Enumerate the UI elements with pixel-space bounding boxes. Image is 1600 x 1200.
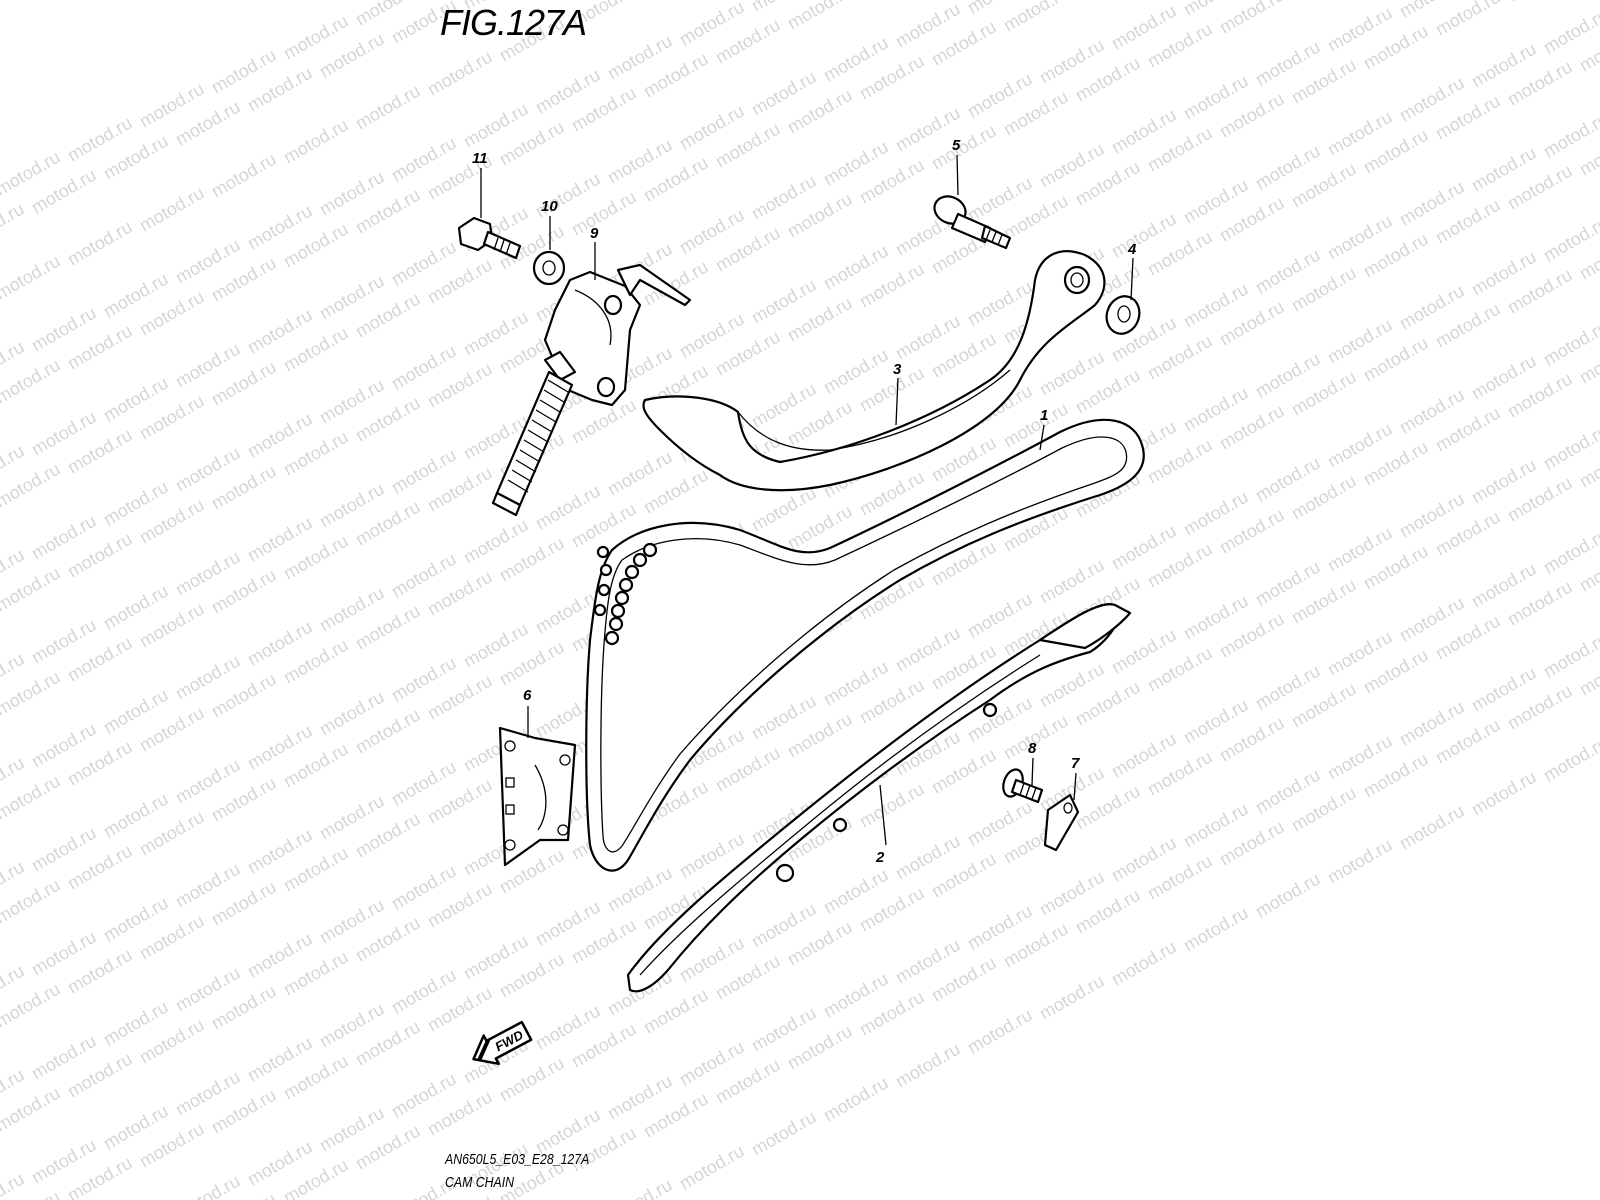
watermark-text: motod.ru [1324, 835, 1396, 888]
watermark-text: motod.ru [784, 0, 856, 33]
callout-11: 11 [472, 150, 488, 167]
watermark-text: motod.ru [64, 217, 136, 270]
watermark-text: motod.ru [748, 1107, 820, 1160]
screw-part-8 [1002, 768, 1044, 804]
watermark-text: motod.ru [1108, 937, 1180, 990]
figure-title: FIG.127A [440, 2, 587, 43]
watermark-text: motod.ru [1468, 767, 1540, 820]
callout-labels: 1 2 3 4 5 6 7 8 9 10 11 [472, 137, 1137, 866]
callout-9: 9 [590, 225, 599, 242]
callout-3: 3 [893, 361, 902, 378]
watermark-text: motod.ru [1216, 0, 1288, 37]
watermark-text: motod.ru [1000, 0, 1072, 35]
diagram-code: AN650L5_E03_E28_127A [445, 1151, 590, 1168]
watermark-text: motod.ru [424, 47, 496, 100]
callout-2: 2 [875, 849, 885, 866]
watermark-text: motod.ru [820, 1073, 892, 1126]
tensioner-adjuster-part-9 [491, 263, 692, 517]
watermark-text: motod.ru [208, 149, 280, 202]
callout-1: 1 [1040, 407, 1048, 424]
callout-7: 7 [1071, 755, 1080, 772]
washer-part-4 [1105, 295, 1141, 335]
watermark-text: motod.ru [1072, 0, 1144, 1]
pivot-bolt-part-5 [933, 195, 1012, 250]
watermark-text: motod.ru [1396, 801, 1468, 854]
watermark-text: motod.ru [136, 183, 208, 236]
tensioner-guide-part-3 [642, 250, 1106, 492]
watermark-text: motod.ru [676, 1141, 748, 1194]
clamp-part-7 [1043, 793, 1080, 852]
watermark-text: motod.ru [0, 1169, 28, 1200]
watermark-text: motod.ru [892, 1039, 964, 1092]
watermark-text: motod.ru [280, 115, 352, 168]
callout-10: 10 [541, 198, 558, 215]
watermark-text: motod.ru [0, 199, 28, 252]
watermark-text: motod.ru [1432, 0, 1504, 39]
watermark-text: motod.ru [1288, 0, 1360, 3]
watermark-text: motod.ru [1504, 0, 1576, 5]
bolt-part-11 [457, 216, 522, 260]
chain-guide-part-2 [626, 603, 1132, 993]
callout-4: 4 [1127, 241, 1137, 258]
watermark-text: motod.ru [0, 251, 64, 304]
watermark-text: motod.ru [964, 1005, 1036, 1058]
washer-part-10 [532, 250, 566, 286]
callout-5: 5 [952, 137, 961, 154]
watermark-text: motod.ru [1252, 869, 1324, 922]
callout-8: 8 [1028, 740, 1037, 757]
watermark-text: motod.ru [172, 1171, 244, 1200]
watermark-text: motod.ru [1540, 733, 1600, 786]
watermark-text: motod.ru [604, 1175, 676, 1200]
callout-6: 6 [523, 687, 532, 704]
watermark-text: motod.ru [1180, 903, 1252, 956]
chain-links [593, 542, 658, 646]
watermark-text: motod.ru [1036, 971, 1108, 1024]
cam-chain-part-1 [585, 418, 1145, 872]
diagram-caption: CAM CHAIN [445, 1174, 515, 1191]
tensioner-spring [491, 370, 574, 517]
gasket-plate-part-6 [498, 726, 577, 867]
leader-lines [480, 154, 1134, 846]
watermark-text: motod.ru [352, 81, 424, 134]
